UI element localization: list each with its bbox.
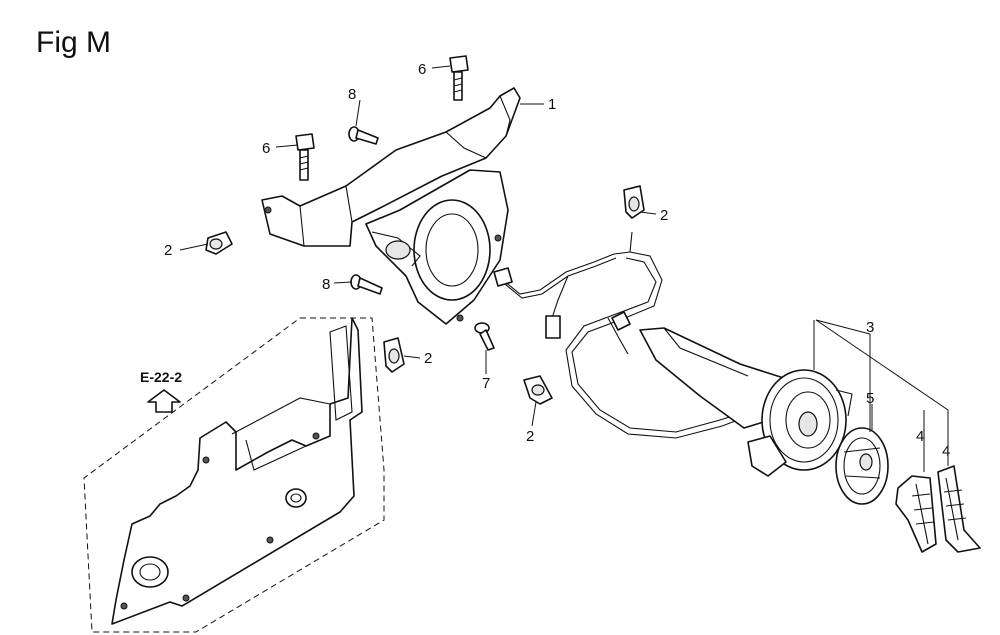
callout-pawl-left: 4	[916, 428, 924, 445]
callout-screw-lower: 8	[322, 276, 330, 293]
callout-screw-upper: 8	[348, 86, 356, 103]
callout-pawl-right: 4	[942, 443, 950, 460]
callout-cover-bracket: 1	[548, 96, 556, 113]
ratchet-pawl-left	[895, 475, 937, 553]
reference-panel	[83, 317, 385, 633]
ratchet-pawl-right	[937, 465, 981, 553]
starter-disc	[835, 427, 889, 505]
cable-clamp-center	[383, 337, 405, 373]
starter-assembly	[639, 327, 853, 477]
callout-starter-disc: 5	[866, 390, 874, 407]
wire-harness	[493, 231, 755, 439]
cable-clamp-left	[205, 231, 233, 255]
screw-lower	[350, 274, 383, 295]
callout-clamp-upper-right: 2	[660, 207, 668, 224]
callout-starter-assembly: 3	[866, 319, 874, 336]
callout-bolt-left: 6	[262, 140, 270, 157]
figure-title: Fig M	[36, 26, 111, 59]
cable-clamp-upper-right	[623, 185, 645, 219]
callout-clamp-lower: 2	[526, 428, 534, 445]
leader-lines	[179, 65, 949, 472]
flange-bolt-upper	[449, 55, 469, 101]
reference-arrow[interactable]	[147, 389, 181, 413]
tapping-screw	[474, 322, 495, 351]
flange-bolt-left	[295, 133, 315, 181]
cover-bracket	[261, 87, 521, 325]
cable-clamp-lower	[523, 375, 553, 405]
callout-clamp-center: 2	[424, 350, 432, 367]
callout-clamp-left: 2	[164, 242, 172, 259]
screw-upper	[348, 126, 379, 145]
callout-bolt-upper: 6	[418, 61, 426, 78]
callout-tapping-screw: 7	[482, 375, 490, 392]
reference-label[interactable]: E-22-2	[140, 369, 182, 385]
